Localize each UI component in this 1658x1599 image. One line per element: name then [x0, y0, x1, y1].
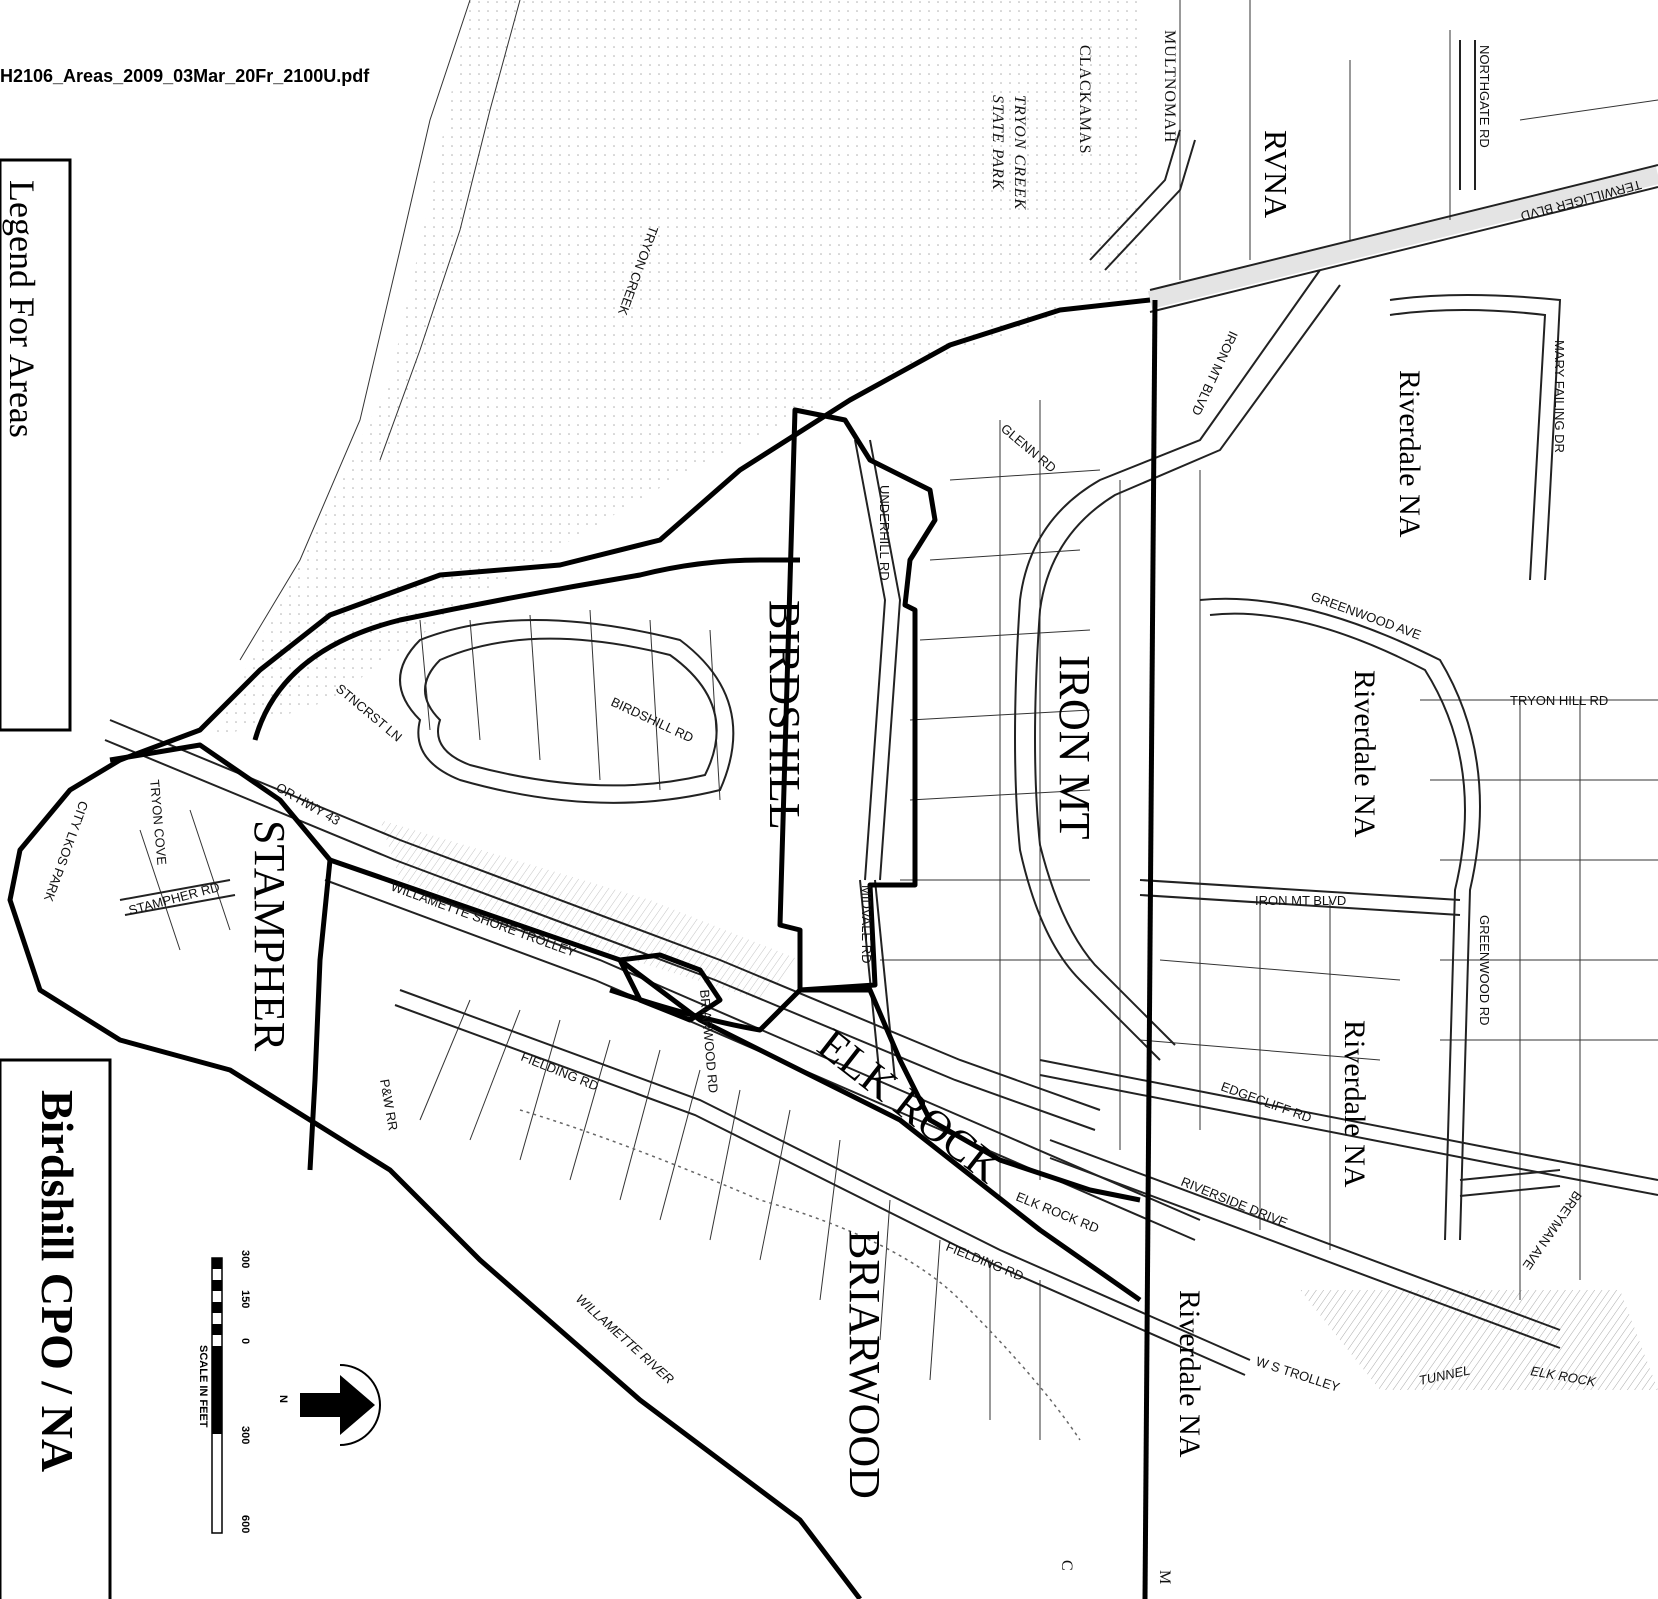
birdshill-area-label: BIRDSHILL [760, 600, 809, 830]
multnomah-label: MULTNOMAH [1161, 30, 1178, 143]
area-boundaries [7, 297, 1158, 1599]
c-county-mark: C [1058, 1560, 1075, 1572]
mary-failing-dr-label: MARY FAILING DR [1552, 340, 1567, 453]
tryon-hill-rd-label: TRYON HILL RD [1510, 693, 1608, 708]
riverdale-na-label-4: Riverdale NA [1173, 1290, 1206, 1458]
greenwood-rd-label: GREENWOOD RD [1477, 915, 1492, 1026]
tryon-park-texture [210, 0, 1140, 740]
map-title: Birdshill CPO / NA [32, 1090, 83, 1472]
scale-tick-600: 600 [239, 1515, 251, 1533]
birdshill-area-boundary [777, 407, 938, 993]
file-label: H2106_Areas_2009_03Mar_20Fr_2100U.pdf [0, 66, 370, 86]
tryon-creek-state-park-line2: STATE PARK [989, 95, 1006, 191]
multnomah-clackamas-line-bold [1142, 299, 1158, 1599]
scale-seg-2 [212, 1280, 222, 1291]
iron-mt-area-label: IRON MT [1050, 655, 1099, 840]
scale-tick-0: 0 [239, 1338, 251, 1344]
briarwood-area-label: BRIARWOOD [840, 1230, 889, 1499]
scale-tick-300-right: 300 [239, 1426, 251, 1444]
riverdale-na-label-2: Riverdale NA [1348, 670, 1381, 838]
lot-lines [139, 0, 1658, 1440]
clackamas-label: CLACKAMAS [1076, 45, 1093, 154]
scale-label: SCALE IN FEET [197, 1345, 209, 1428]
scale-seg-5 [212, 1346, 222, 1434]
slope-texture [380, 820, 800, 1000]
rvna-area-label: RVNA [1258, 130, 1294, 218]
tryon-creek-state-park-line1: TRYON CREEK [1011, 95, 1028, 211]
northgate-rd-label: NORTHGATE RD [1477, 45, 1492, 148]
stampher-area-label: STAMPHER [245, 820, 294, 1052]
birdshill-inner-loop [252, 557, 800, 741]
birdshill-cpo-outer-boundary [7, 297, 1151, 1599]
legend-title: Legend For Areas [2, 180, 42, 438]
neighborhood-labels: Riverdale NA Riverdale NA Riverdale NA R… [1173, 370, 1426, 1458]
tryon-cove-label: TRYON COVE [147, 779, 169, 866]
scale-seg-1 [212, 1258, 222, 1269]
midvale-rd-label: MIDVALE RD [859, 885, 874, 964]
briarwood-area-boundary [329, 857, 1142, 1303]
north-arrow-shape [300, 1375, 375, 1435]
north-label: N [277, 1395, 289, 1403]
scale-tick-300-left: 300 [239, 1250, 251, 1268]
title-box [0, 1058, 112, 1599]
scale-seg-4 [212, 1324, 222, 1335]
m-county-mark: M [1156, 1570, 1173, 1585]
county-labels: CLACKAMAS MULTNOMAH M C [1058, 30, 1178, 1585]
north-arrow: N [277, 1364, 381, 1446]
scale-seg-3 [212, 1302, 222, 1313]
willamette-river-shoreline [519, 1109, 1081, 1441]
legend-box [0, 158, 72, 732]
underhill-rd-label: UNDERHILL RD [877, 485, 892, 581]
river-bank-texture [1300, 1290, 1658, 1390]
riverdale-na-label-1: Riverdale NA [1393, 370, 1426, 538]
riverdale-na-label-3: Riverdale NA [1338, 1020, 1371, 1188]
scale-bar: 300 150 0 300 600 SCALE IN FEET [197, 1250, 251, 1534]
scale-tick-150: 150 [239, 1290, 251, 1308]
iron-mt-blvd-lower-label: IRON MT BLVD [1255, 893, 1346, 908]
briarwood-bump [617, 952, 723, 1023]
